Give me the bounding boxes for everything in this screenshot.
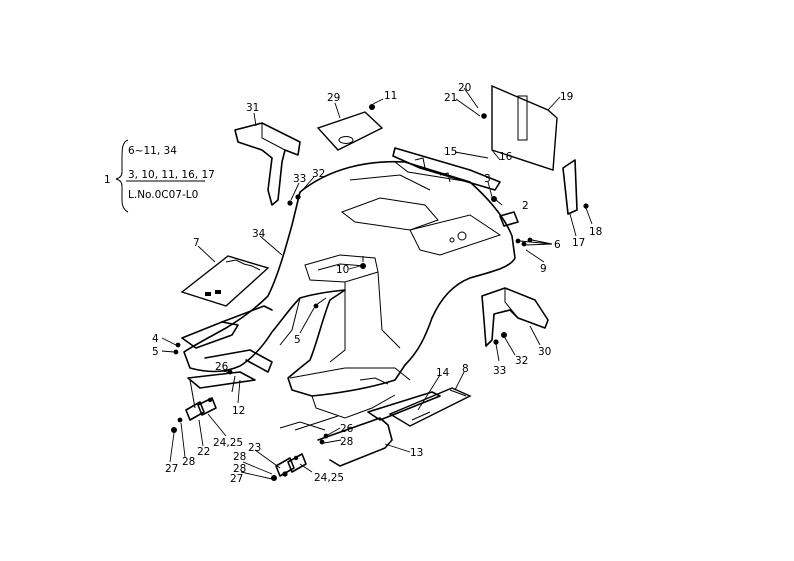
callout-4: 4 [152,333,159,345]
fasteners-center [271,453,307,481]
callout-30: 30 [538,346,551,358]
left-step-bracket [173,305,273,409]
fasteners-left [171,397,217,433]
callout-24-25-left: 24,25 [213,437,243,449]
callout-27-left: 27 [165,463,178,475]
callout-32-upper: 32 [312,168,325,180]
legend-line-3: L.No.0C07-L0 [128,189,198,201]
legend-item-number: 1 [104,174,111,186]
callout-20: 20 [458,82,471,94]
rear-fender-body [183,160,516,419]
callout-17: 17 [572,237,585,249]
callout-16: 16 [499,151,513,163]
callout-29: 29 [327,92,340,104]
callout-28-lower: 28 [233,451,246,463]
callout-10: 10 [336,264,349,276]
callout-22: 22 [197,446,210,458]
callout-31: 31 [246,102,259,114]
callout-33-lower: 33 [493,365,506,377]
panel-19 [481,84,558,171]
step-pad-7 [180,255,270,307]
callout-26-center: 26 [340,423,354,435]
callout-21: 21 [444,92,457,104]
legend-line-1: 6~11, 34 [128,145,177,157]
callout-23: 23 [248,442,261,454]
leader-lines [161,87,593,480]
callout-27-bottom: 27 [230,473,243,485]
cover-29 [316,104,384,151]
callout-34: 34 [252,228,266,240]
callout-28-left: 28 [182,456,195,468]
callout-8: 8 [462,363,469,375]
callout-13: 13 [410,447,423,459]
callout-28-bottom: 28 [233,463,246,475]
callout-32-lower: 32 [515,355,528,367]
misc-bolts [313,256,366,309]
callout-labels: 31 29 11 20 21 19 33 32 15 16 3 2 7 34 1… [152,82,602,485]
callout-15: 15 [444,146,457,158]
callout-3: 3 [484,173,491,185]
step-pad-8 [388,387,472,427]
callout-24-25-bottom: 24,25 [314,472,344,484]
upper-rail [392,147,501,191]
callout-12: 12 [232,405,245,417]
bracket-17 [562,159,589,215]
bracket-31 [234,122,301,206]
callout-6: 6 [554,239,561,251]
callout-2: 2 [522,200,529,212]
callout-26-left: 26 [215,361,229,373]
clip-2-3 [491,196,533,247]
callout-9: 9 [540,263,547,275]
callout-5-center: 5 [294,334,301,346]
callout-11: 11 [384,90,397,102]
callout-33-upper: 33 [293,173,306,185]
right-step-bracket [279,391,441,467]
legend-line-2: 3, 10, 11, 16, 17 [128,169,215,181]
callout-5-left: 5 [152,346,159,358]
legend-group: 1 6~11, 34 3, 10, 11, 16, 17 L.No.0C07-L… [104,139,215,213]
bracket-30 [481,287,549,347]
callout-18: 18 [589,226,602,238]
callout-7: 7 [193,237,200,249]
callout-28-center: 28 [340,436,353,448]
callout-19: 19 [560,91,573,103]
callout-14: 14 [436,367,450,379]
